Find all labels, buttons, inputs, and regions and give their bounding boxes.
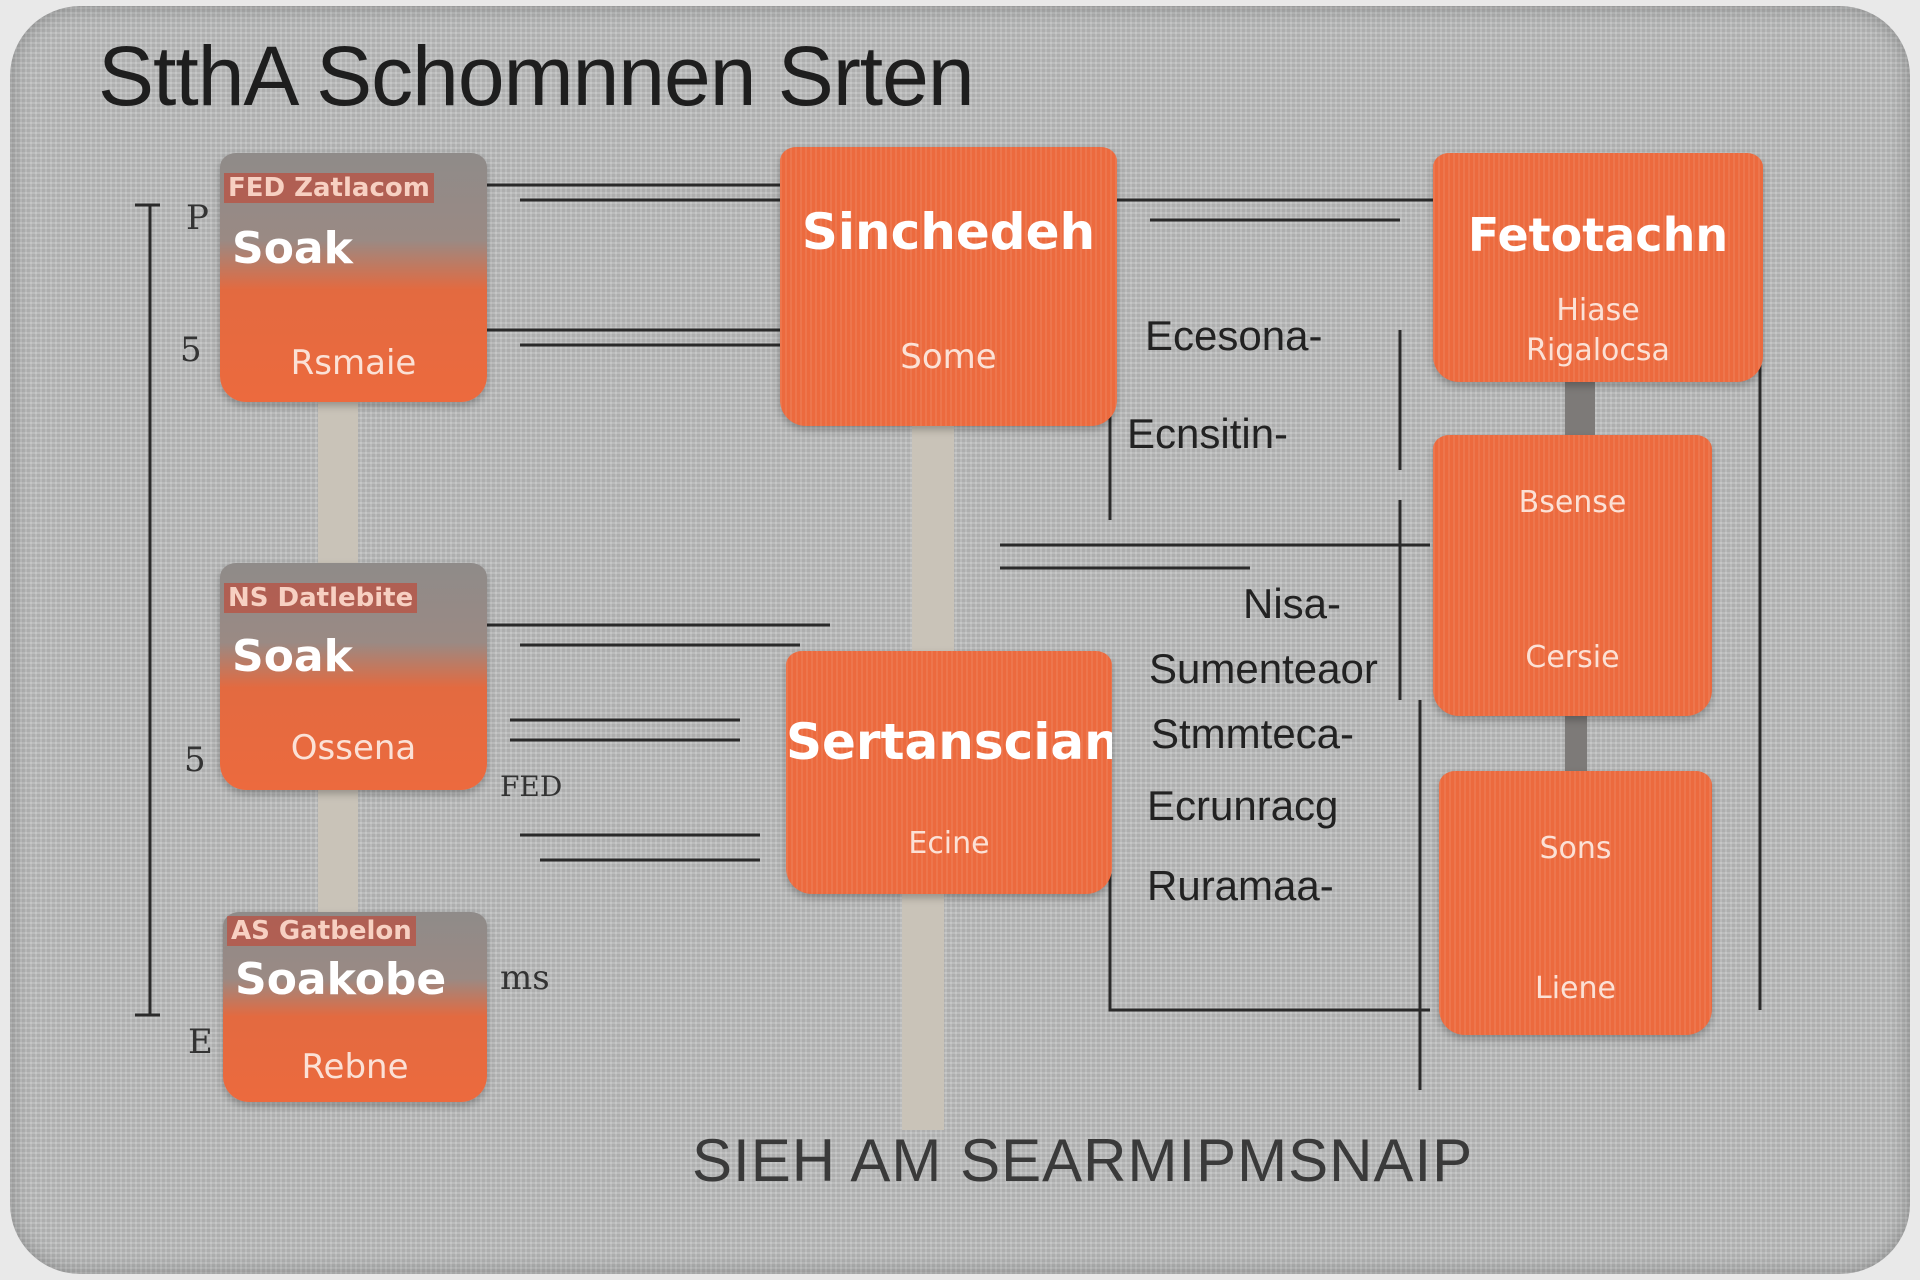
node-sub: Some (900, 337, 997, 377)
node-sub: Ecine (908, 826, 990, 861)
connector-post (1565, 716, 1587, 771)
node-sub: Ossena (290, 728, 417, 768)
node-title: Fetotachn (1467, 208, 1729, 262)
node-header: NS Datlebite (224, 583, 418, 613)
side-label: Sumenteaor (1149, 645, 1378, 692)
left-tag: ms (500, 958, 550, 998)
node-middle-1[interactable]: Sinchedeh Some (780, 147, 1117, 426)
node-right-1[interactable]: Fetotachn Hiase Rigalocsa (1433, 153, 1763, 382)
node-sub: Hiase (1556, 293, 1640, 328)
node-sub: Rigalocsa (1526, 333, 1670, 368)
node-left-1[interactable]: FED Zatlacom Soak Rsmaie (220, 153, 487, 402)
node-title: Soak (232, 223, 353, 274)
connector-post (902, 894, 944, 1130)
node-title: Soak (232, 631, 353, 682)
left-tag: 5 (184, 740, 206, 780)
connector-post (912, 426, 954, 651)
node-sub: Sons (1539, 831, 1612, 866)
left-tag: FED (500, 770, 563, 803)
node-left-3[interactable]: AS Gatbelon Soakobe Rebne (223, 912, 487, 1102)
node-sub: Cersie (1525, 640, 1620, 675)
connector-post (318, 402, 358, 567)
node-sub: Rsmaie (290, 343, 417, 383)
node-title: Soakobe (235, 954, 447, 1005)
connector (135, 203, 160, 1017)
node-left-2[interactable]: NS Datlebite Soak Ossena (220, 563, 487, 790)
node-middle-2[interactable]: Sertanscian Ecine (786, 651, 1112, 894)
side-label: Ecrunracg (1147, 782, 1339, 829)
node-title: Sinchedeh (801, 203, 1096, 261)
node-title: Sertanscian (786, 713, 1112, 771)
left-tag: 5 (180, 330, 202, 370)
node-sub: Rebne (301, 1047, 409, 1087)
node-right-2[interactable]: Bsense Cersie (1433, 435, 1712, 716)
side-label: Ecesona- (1145, 312, 1323, 359)
diagram-title: StthA Schomnnen Srten (98, 29, 975, 123)
connector-post (318, 790, 358, 915)
node-sub: Liene (1535, 971, 1616, 1006)
left-tag: P (186, 198, 209, 238)
node-sub: Bsense (1518, 485, 1627, 520)
node-right-3[interactable]: Sons Liene (1439, 771, 1712, 1035)
diagram-footer: SIEH AM SEARMIPMSNAIP (692, 1127, 1474, 1194)
node-header: AS Gatbelon (227, 916, 416, 946)
side-label: Ecnsitin- (1127, 410, 1289, 457)
node-header: FED Zatlacom (224, 173, 434, 203)
left-tag: E (188, 1022, 213, 1062)
side-label: Nisa- (1243, 580, 1342, 627)
side-label: Ruramaa- (1147, 862, 1334, 909)
side-label: Stmmteca- (1151, 710, 1355, 757)
connector-post (1565, 382, 1595, 437)
